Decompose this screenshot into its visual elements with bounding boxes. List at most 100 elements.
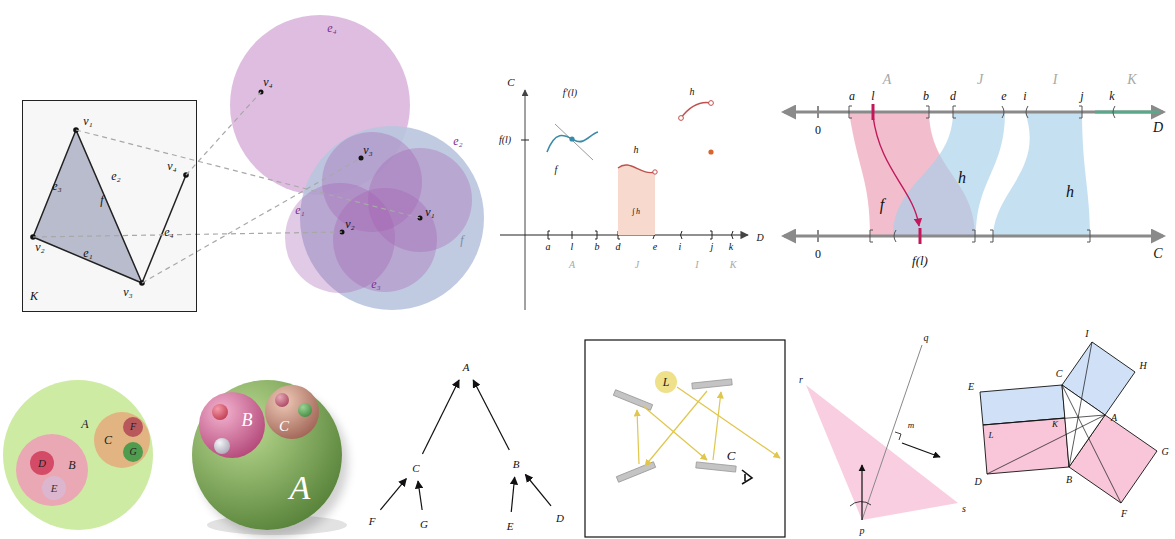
sphere: B — [199, 392, 265, 458]
complex-box: K — [22, 100, 197, 312]
small-sphere — [275, 393, 289, 407]
reflection-triangle — [850, 502, 871, 506]
mirror-box — [696, 462, 736, 472]
node-label: K — [30, 290, 38, 302]
figure-label: e₄ — [164, 226, 174, 238]
figure-label: h — [634, 145, 639, 155]
figure-label: f — [460, 234, 463, 246]
tree-arrow — [473, 380, 509, 450]
set-circle: B DE — [16, 434, 88, 506]
figure-label: K — [730, 260, 737, 270]
mirror-box — [613, 379, 736, 482]
number-lines — [849, 106, 852, 118]
figure-label: A — [1111, 413, 1117, 423]
pythagoras-figure — [1062, 385, 1121, 503]
reflection-triangle — [895, 432, 901, 440]
number-lines — [1113, 106, 1115, 118]
function-plot — [547, 132, 598, 152]
figure-label: i — [679, 242, 682, 252]
figure-label: J — [977, 73, 983, 87]
function-plot — [548, 231, 550, 239]
figure-label: G — [1161, 447, 1168, 457]
set-circle: F — [123, 417, 143, 437]
nerve-circles — [230, 15, 484, 310]
mirror-box — [643, 406, 707, 460]
node-label: G — [129, 447, 136, 457]
function-plot — [679, 116, 684, 121]
figure-label: C — [727, 449, 736, 462]
set-circle: E — [42, 476, 66, 500]
number-lines — [870, 230, 873, 242]
figure-label: l — [571, 242, 574, 252]
figure-label: r — [799, 375, 803, 385]
figure-label: v₄ — [167, 160, 177, 172]
number-lines — [1095, 111, 1160, 114]
function-plot — [500, 90, 748, 310]
node-label: A — [290, 471, 311, 505]
mirror-box — [585, 340, 785, 537]
number-lines — [1002, 106, 1004, 118]
figure-label: d — [950, 90, 956, 102]
node-label: C — [279, 419, 289, 434]
tree-node: G — [417, 512, 431, 534]
mirror-box — [616, 462, 655, 483]
node-label: A — [81, 418, 88, 430]
figure-label: v₃ — [123, 286, 133, 298]
pythagoras-figure — [980, 342, 1157, 503]
node-label: G — [420, 519, 428, 530]
nerve-circles — [333, 188, 437, 292]
figure-label: H — [1139, 361, 1146, 371]
pythagoras-figure — [1069, 342, 1092, 467]
function-plot — [653, 170, 657, 174]
figure-label: v₂ — [35, 241, 45, 253]
figure-label: K — [1052, 420, 1058, 429]
number-lines — [817, 106, 819, 118]
number-lines — [784, 111, 1163, 114]
reflection-triangle — [806, 385, 958, 520]
figure-label: f(l) — [499, 135, 511, 145]
figure-label: I — [1085, 329, 1088, 339]
tree-node: B — [510, 452, 523, 474]
function-plot — [618, 165, 655, 173]
number-lines — [894, 230, 896, 242]
figure-label: e₁ — [295, 204, 305, 216]
figure-label: e₃ — [52, 180, 62, 192]
figure-label: E — [968, 382, 974, 392]
figure-label: h — [1066, 184, 1074, 200]
reflection-triangle — [902, 443, 940, 457]
figure-label: A — [569, 260, 575, 270]
mirror-box — [637, 387, 780, 466]
function-plot — [732, 231, 734, 239]
number-lines — [919, 228, 922, 244]
number-lines — [953, 106, 956, 118]
sphere: C — [265, 385, 319, 439]
function-plot — [681, 231, 683, 239]
node-label: D — [38, 458, 46, 469]
small-sphere — [212, 404, 228, 420]
figure-label: v₁ — [425, 206, 435, 218]
number-lines — [990, 230, 993, 242]
figure-label: e₄ — [327, 22, 337, 34]
figure-label: k — [729, 242, 733, 252]
figure-label: v₂ — [345, 218, 355, 230]
complex-panel — [22, 100, 197, 312]
figure-label: I — [1053, 73, 1058, 87]
small-sphere — [298, 403, 312, 417]
function-plot — [618, 165, 655, 235]
number-lines — [1079, 106, 1082, 118]
mirror-box — [692, 379, 732, 389]
pythagoras-figure — [983, 418, 1069, 474]
node-label: B — [68, 459, 75, 471]
tree-node: C — [409, 456, 422, 478]
figure-label: a — [546, 242, 551, 252]
number-lines — [893, 112, 1005, 236]
figure-label: B — [1066, 475, 1072, 485]
node-label: E — [507, 521, 514, 532]
figure-label: s — [962, 504, 966, 514]
figure-label: f — [100, 194, 103, 206]
mirror-box — [713, 392, 721, 460]
figure-label: f′(l) — [563, 88, 577, 98]
mirror-box — [585, 340, 785, 537]
